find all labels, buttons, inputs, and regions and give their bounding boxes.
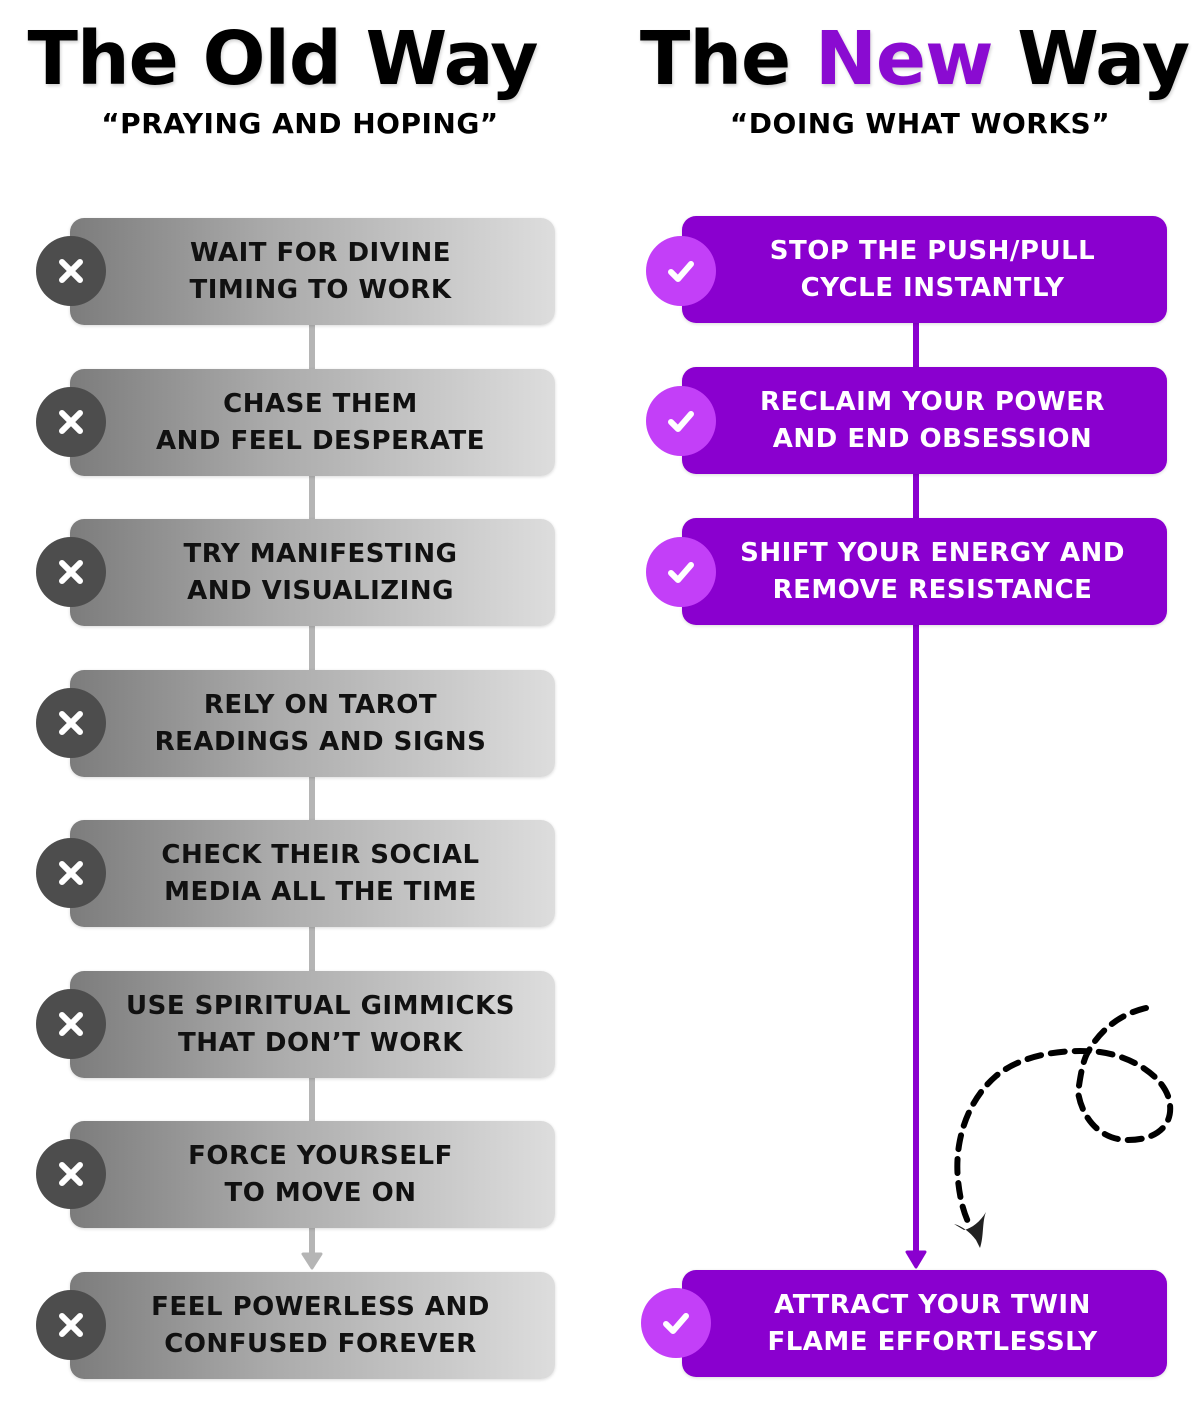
new-step-text: SHIFT YOUR ENERGY AND REMOVE RESISTANCE [740, 537, 1125, 605]
check-mark-icon [646, 236, 716, 306]
old-step: TRY MANIFESTING AND VISUALIZING [70, 519, 555, 626]
dashed-loop-arrow-icon [954, 1005, 1174, 1248]
x-mark-icon [36, 1139, 106, 1209]
new-connector [913, 472, 919, 519]
new-step-text: RECLAIM YOUR POWER AND END OBSESSION [760, 386, 1105, 454]
new-step-text: STOP THE PUSH/PULL CYCLE INSTANTLY [769, 235, 1096, 303]
x-mark-icon [36, 989, 106, 1059]
old-way-subtitle: “PRAYING AND HOPING” [101, 107, 499, 140]
old-step: FORCE YOURSELF TO MOVE ON [70, 1121, 555, 1228]
old-step-text: CHASE THEM AND FEEL DESPERATE [156, 388, 485, 456]
old-step-text: WAIT FOR DIVINE TIMING TO WORK [189, 237, 452, 305]
old-way-title: The Old Way [27, 16, 539, 102]
new-connector [913, 623, 919, 1255]
old-step: USE SPIRITUAL GIMMICKS THAT DON’T WORK [70, 971, 555, 1078]
check-mark-icon [646, 386, 716, 456]
new-step: STOP THE PUSH/PULL CYCLE INSTANTLY [682, 216, 1167, 323]
old-arrowhead-icon [301, 1252, 323, 1270]
new-step: SHIFT YOUR ENERGY AND REMOVE RESISTANCE [682, 518, 1167, 625]
new-step-text: ATTRACT YOUR TWIN FLAME EFFORTLESSLY [767, 1289, 1098, 1357]
old-connector [309, 474, 315, 521]
old-connector [309, 775, 315, 822]
x-mark-icon [36, 387, 106, 457]
new-way-title: The New Way [632, 22, 1197, 96]
new-connector [913, 321, 919, 368]
old-connector [309, 1076, 315, 1123]
old-step-text: CHECK THEIR SOCIAL MEDIA ALL THE TIME [161, 839, 480, 907]
old-connector [309, 323, 315, 370]
new-way-subtitle: “DOING WHAT WORKS” [729, 107, 1111, 140]
old-step-text: RELY ON TAROT READINGS AND SIGNS [154, 689, 487, 757]
old-step: CHECK THEIR SOCIAL MEDIA ALL THE TIME [70, 820, 555, 927]
old-step: FEEL POWERLESS AND CONFUSED FOREVER [70, 1272, 555, 1379]
old-step: CHASE THEM AND FEEL DESPERATE [70, 369, 555, 476]
new-step: ATTRACT YOUR TWIN FLAME EFFORTLESSLY [682, 1270, 1167, 1377]
x-mark-icon [36, 236, 106, 306]
new-way-title-accent: New [814, 16, 993, 102]
x-mark-icon [36, 838, 106, 908]
old-step-text: FEEL POWERLESS AND CONFUSED FOREVER [151, 1291, 490, 1359]
new-arrowhead-icon [905, 1250, 927, 1269]
old-connector [309, 1226, 315, 1256]
check-mark-icon [641, 1288, 711, 1358]
old-step: RELY ON TAROT READINGS AND SIGNS [70, 670, 555, 777]
new-step: RECLAIM YOUR POWER AND END OBSESSION [682, 367, 1167, 474]
old-connector [309, 925, 315, 972]
old-step: WAIT FOR DIVINE TIMING TO WORK [70, 218, 555, 325]
new-way-title-suffix: Way [992, 16, 1190, 102]
old-step-text: FORCE YOURSELF TO MOVE ON [188, 1140, 453, 1208]
old-step-text: USE SPIRITUAL GIMMICKS THAT DON’T WORK [126, 990, 515, 1058]
x-mark-icon [36, 537, 106, 607]
x-mark-icon [36, 688, 106, 758]
x-mark-icon [36, 1290, 106, 1360]
check-mark-icon [646, 537, 716, 607]
old-step-text: TRY MANIFESTING AND VISUALIZING [183, 538, 458, 606]
old-connector [309, 624, 315, 671]
new-way-title-prefix: The [639, 16, 815, 102]
